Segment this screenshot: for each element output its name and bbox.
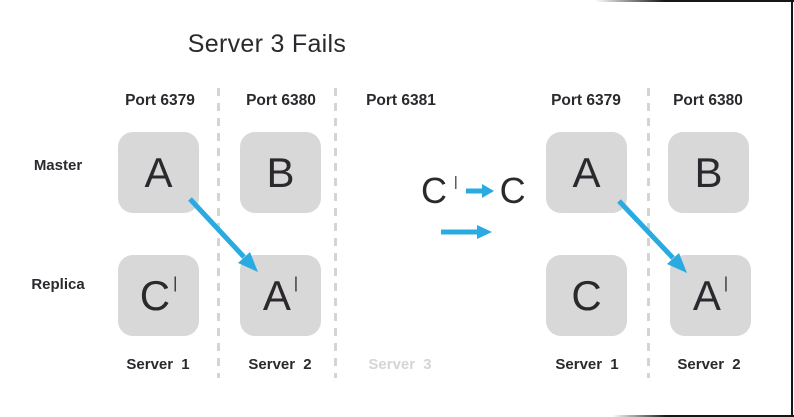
right-replica-a-box: A| (670, 255, 751, 336)
prime-mark: | (454, 173, 458, 189)
left-master-b-box: B (240, 132, 321, 213)
small-right-arrow-icon (465, 184, 494, 198)
left-server-1-label: Server 1 (126, 356, 190, 373)
frame-edge-bottom (612, 415, 794, 417)
left-port-6380-header: Port 6380 (246, 92, 316, 109)
right-server-2-label: Server 2 (677, 356, 741, 373)
prime-mark: | (173, 274, 178, 292)
node-label: C (571, 271, 602, 319)
master-row-label: Master (33, 157, 83, 174)
right-port-6379-header: Port 6379 (551, 92, 621, 109)
node-label: A (262, 271, 291, 319)
promotion-to-label: C (499, 170, 526, 211)
prime-mark: | (723, 274, 729, 292)
transition-right-arrow (441, 225, 492, 239)
left-replica-a-box: A| (240, 255, 321, 336)
node-label: A (144, 148, 173, 196)
node-label: C (139, 271, 171, 319)
frame-edge-top (595, 0, 794, 2)
replica-row-label: Replica (31, 276, 85, 293)
right-separator-1 (647, 88, 650, 378)
promotion-note: C | C (421, 172, 526, 210)
node-label: A (692, 271, 721, 319)
left-separator-2 (334, 88, 337, 378)
left-server-3-label-failed: Server 3 (368, 356, 432, 373)
right-master-a-box: A (546, 132, 627, 213)
left-master-a-box: A (118, 132, 199, 213)
left-server-2-label: Server 2 (248, 356, 312, 373)
diagram-title: Server 3 Fails (187, 30, 347, 58)
right-port-6380-header: Port 6380 (673, 92, 743, 109)
right-server-1-label: Server 1 (555, 356, 619, 373)
right-replica-c-box: C (546, 255, 627, 336)
left-port-6379-header: Port 6379 (125, 92, 195, 109)
frame-edge-right (791, 0, 793, 417)
node-label: A (572, 148, 601, 196)
left-port-6381-header: Port 6381 (366, 92, 436, 109)
node-label: B (266, 148, 295, 196)
left-separator-1 (217, 88, 220, 378)
right-master-b-box: B (668, 132, 749, 213)
left-replica-c-box: C| (118, 255, 199, 336)
node-label: B (694, 148, 723, 196)
prime-mark: | (293, 274, 299, 292)
promotion-from-label: C (421, 170, 447, 211)
